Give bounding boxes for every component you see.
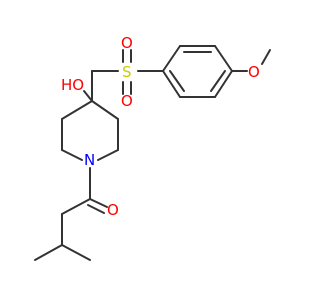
bond-ar6-ar1	[162, 70, 181, 98]
bond-ar1-ar2	[162, 45, 181, 72]
bond-ch-ch3-left	[34, 244, 63, 261]
bond-c4-oh	[83, 90, 93, 102]
bond-o-ch3	[261, 49, 271, 65]
bond-co-ch2	[61, 198, 91, 215]
bond-co-o-b	[87, 204, 105, 214]
bond-co-o-a	[89, 198, 108, 208]
bond-c4-c3	[61, 100, 93, 120]
sulfonyl-oxygen-bottom-label: O	[121, 92, 133, 110]
bond-c2-n	[61, 149, 83, 161]
atom-labels: HO S O O O N O	[61, 34, 260, 219]
molecule-diagram: HO S O O O N O	[34, 34, 271, 261]
bond-c5-c4	[91, 100, 119, 120]
sulfonyl-oxygen-top-label: O	[121, 34, 133, 52]
bond-ar3-ar4	[214, 45, 233, 72]
bond-ar-inner-3	[169, 70, 185, 92]
bond-ar4-ar5	[214, 70, 233, 98]
bond-ch-ch3-right	[61, 244, 91, 261]
bonds	[34, 45, 271, 261]
methoxy-oxygen-label: O	[248, 63, 260, 81]
bond-ar-inner-2	[210, 70, 226, 92]
sulfur-label: S	[122, 63, 132, 81]
hydroxyl-label: HO	[61, 76, 84, 94]
carbonyl-oxygen-label: O	[107, 201, 119, 219]
bond-n-c6	[97, 149, 119, 161]
nitrogen-label: N	[84, 151, 95, 169]
